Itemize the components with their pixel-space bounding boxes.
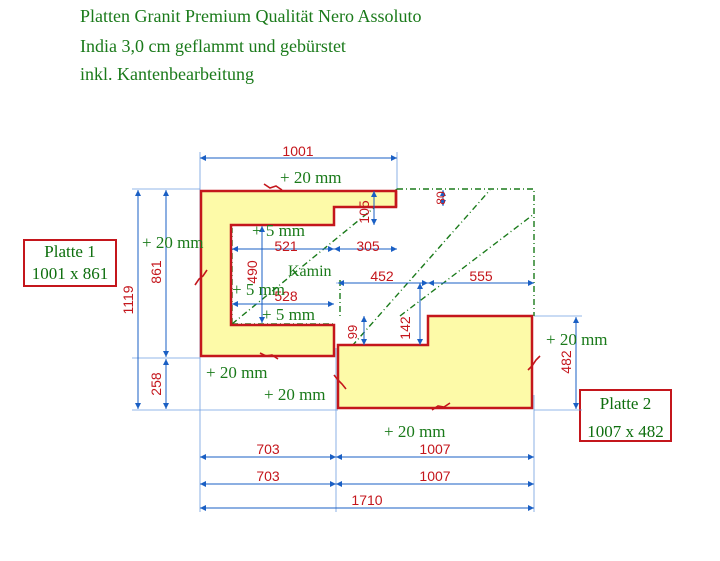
kamin-label: Kamin <box>288 263 332 280</box>
edge-inner-top-label: + 5 mm <box>252 221 305 240</box>
dim-top-width: 1001 <box>282 143 313 159</box>
dim-inner-top: 521 <box>274 238 298 254</box>
dim-total-height: 1119 <box>120 285 136 314</box>
edge-inner-left-label: + 5 mm <box>232 280 285 299</box>
dim-bottom-left-1: 703 <box>256 441 280 457</box>
plate-2-shape <box>336 314 534 410</box>
edge-left-label: + 20 mm <box>142 233 204 252</box>
edge-inner-bottom-label: + 5 mm <box>262 305 315 324</box>
title-line-1: Platten Granit Premium Qualität Nero Ass… <box>80 6 422 26</box>
plate-2-label: Platte 2 1007 x 482 <box>579 389 672 442</box>
dim-plate1-height: 861 <box>148 260 164 284</box>
dim-plate2-top-right: 555 <box>469 268 493 284</box>
dim-bottom-left-2: 703 <box>256 468 280 484</box>
edge-top-label: + 20 mm <box>280 168 342 187</box>
dim-bottom-right-2: 1007 <box>419 468 450 484</box>
dim-total-width: 1710 <box>351 492 382 508</box>
dim-kamin-width: 452 <box>370 268 394 284</box>
title-line-3: inkl. Kantenbearbeitung <box>80 64 254 84</box>
dim-step-left: 99 <box>345 325 360 339</box>
dim-plate2-height: 482 <box>558 350 574 374</box>
plate-2-size: 1007 x 482 <box>587 422 664 441</box>
title-line-2: India 3,0 cm geflammt und gebürstet <box>80 36 346 56</box>
edge-plate1-bottom-label: + 20 mm <box>206 363 268 382</box>
plate-1-label: Platte 1 1001 x 861 <box>23 239 117 287</box>
dim-inner-height: 490 <box>244 260 260 284</box>
plate-1-name: Platte 1 <box>44 242 96 261</box>
dim-notch-width: 305 <box>356 238 380 254</box>
plate-1-size: 1001 x 861 <box>31 264 109 283</box>
edge-markers <box>194 183 541 411</box>
edge-plate2-bottom-label: + 20 mm <box>384 422 446 441</box>
dim-inner-bottom: 528 <box>274 288 298 304</box>
dimension-lines <box>135 155 579 511</box>
plate-2-name: Platte 2 <box>599 394 652 413</box>
dim-bottom-right-1: 1007 <box>419 441 450 457</box>
dim-notch-depth: 105 <box>356 200 372 224</box>
edge-plate2-right-label: + 20 mm <box>546 330 608 349</box>
dim-corner-small: 80 <box>434 191 448 205</box>
dim-step-right: 142 <box>397 316 413 340</box>
edge-plate2-left-label: + 20 mm <box>264 385 326 404</box>
dim-bottom-offset: 258 <box>148 372 164 396</box>
